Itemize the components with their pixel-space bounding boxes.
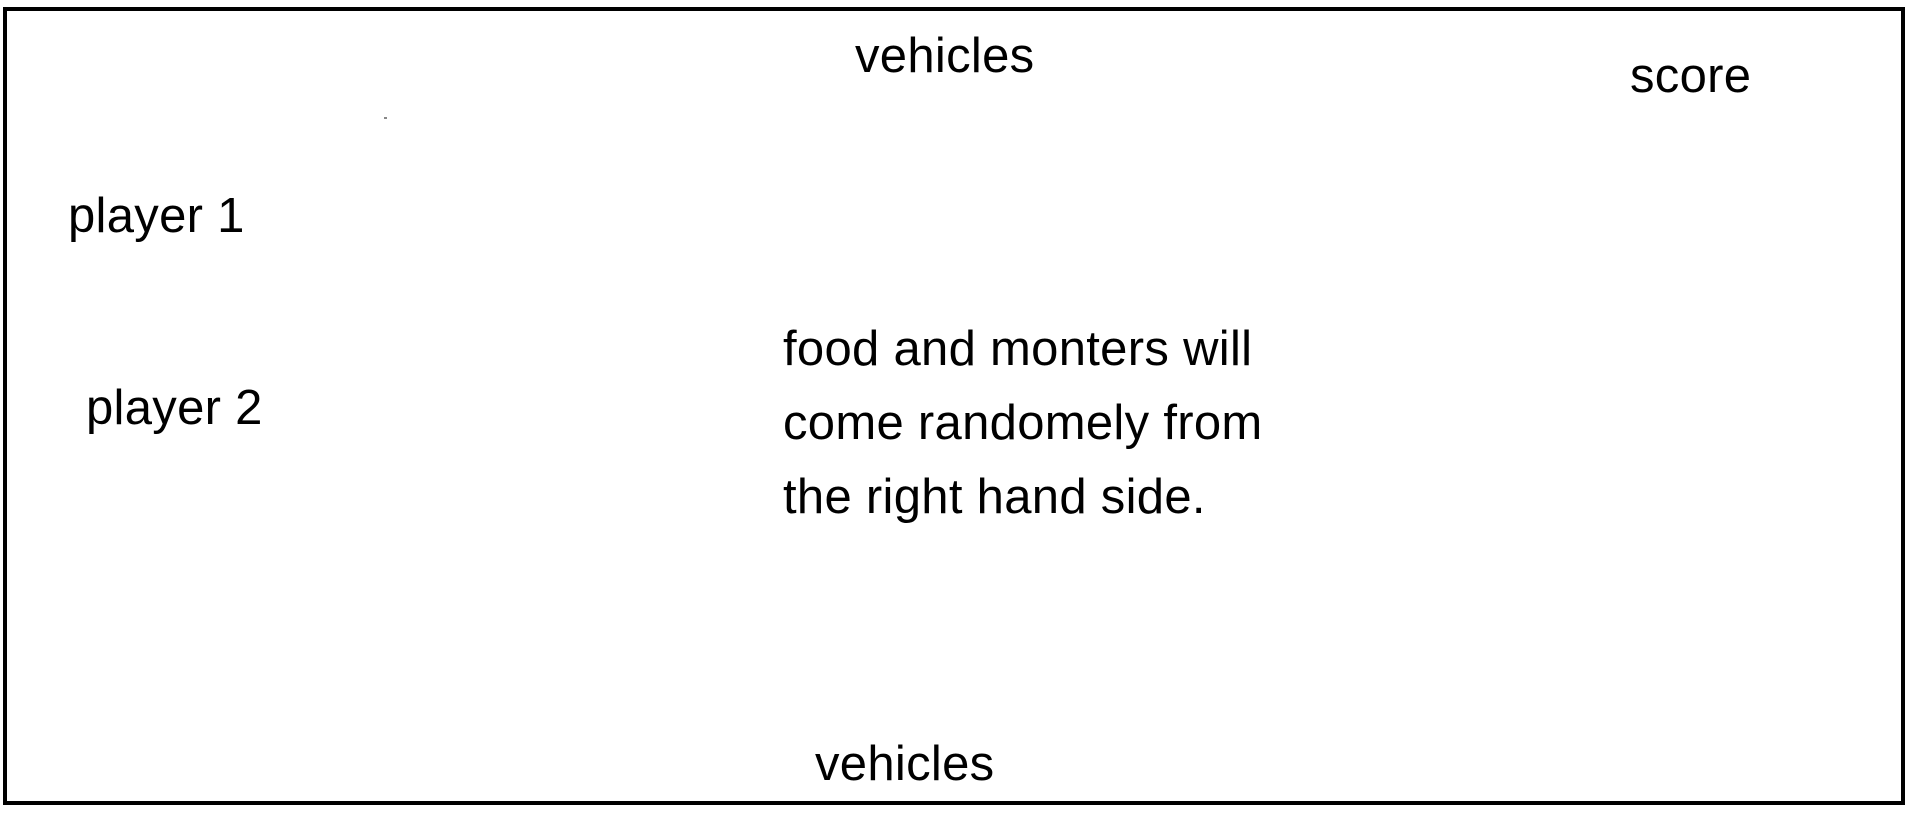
player-1-label: player 1 — [68, 189, 245, 243]
vehicles-bottom-label: vehicles — [815, 737, 995, 791]
player-2-label: player 2 — [86, 381, 263, 435]
spawn-note-line: the right hand side. — [783, 470, 1206, 524]
score-label: score — [1630, 49, 1752, 103]
spawn-note: food and monters will come randomely fro… — [783, 312, 1263, 534]
vehicles-top-label: vehicles — [855, 29, 1035, 83]
spawn-note-line: food and monters will — [783, 322, 1253, 376]
stray-mark — [384, 117, 387, 119]
game-screen-frame — [3, 7, 1905, 805]
spawn-note-line: come randomely from — [783, 396, 1263, 450]
